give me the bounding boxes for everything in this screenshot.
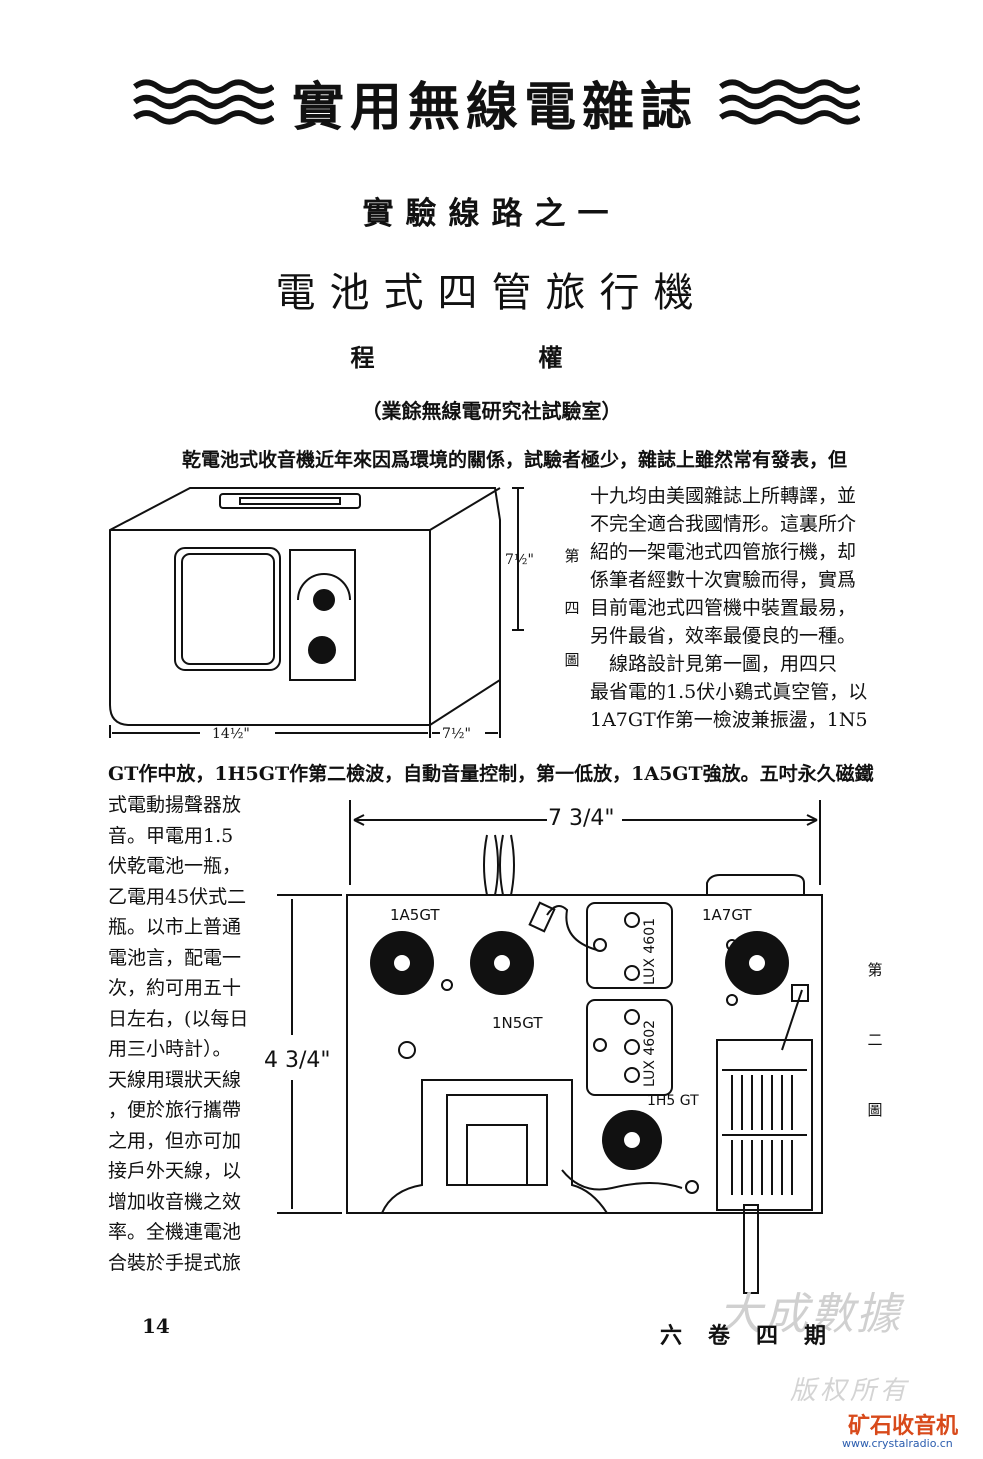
text-line: 率。全機連電池 xyxy=(108,1221,242,1243)
text-line: 不完全適合我國情形。這裏所介 xyxy=(590,513,857,535)
text-line: 十九均由美國雜誌上所轉譯，並 xyxy=(590,485,857,507)
text-line: 音。甲電用1.5 xyxy=(108,824,234,847)
masthead-title: 實用無線電雜誌 xyxy=(291,76,698,138)
figure-2-chassis-drawing: 7 3/4" 4 3/4" 1A5GT 1N5GT 1A7GT 1H5 GT L… xyxy=(264,800,823,1294)
tube-label-1a7gt: 1A7GT xyxy=(702,906,752,924)
author: 程 權 xyxy=(350,343,633,372)
text-line: 目前電池式四管機中裝置最易， xyxy=(590,597,857,619)
fig2-height-dim: 4 3/4" xyxy=(264,1048,331,1073)
text-line: 之用，但亦可加 xyxy=(108,1129,242,1152)
text-line: 紹的一架電池式四管旅行機，却 xyxy=(590,541,857,563)
text-line: 增加收音機之效 xyxy=(108,1190,242,1213)
fig4-width-dim: 14½" xyxy=(212,726,250,740)
tube-label-1n5gt: 1N5GT xyxy=(492,1014,543,1032)
watermark: 大成數據 xyxy=(718,1289,902,1340)
affiliation: （業餘無線電研究社試驗室） xyxy=(361,399,622,423)
page-number: 14 xyxy=(142,1314,170,1338)
text-line: 瓶。以市上普通 xyxy=(108,916,242,938)
text-line: 1A7GT作第一檢波兼振盪，1N5 xyxy=(590,709,868,731)
text-line: 用三小時計）。 xyxy=(108,1038,232,1060)
article-title: 電池式四管旅行機 xyxy=(275,270,708,316)
right-column: 十九均由美國雜誌上所轉譯，並 不完全適合我國情形。這裏所介 紹的一架電池式四管旅… xyxy=(590,482,890,734)
masthead-wave-left-icon xyxy=(133,79,274,125)
text-line: 伏乾電池一瓶， xyxy=(108,855,242,877)
text-line: 接戶外天線，以 xyxy=(108,1160,242,1182)
text-line: 式電動揚聲器放 xyxy=(108,794,242,816)
masthead-wave-right-icon xyxy=(719,79,860,125)
tube-label-1a5gt: 1A5GT xyxy=(390,906,440,924)
text-line: 乙電用45伏式二 xyxy=(108,885,247,908)
figure-4-case-drawing: 7½" 14½" 7½" xyxy=(109,487,534,740)
text-line: 係筆者經數十次實驗而得，實爲 xyxy=(590,569,857,591)
text-line: ，便於旅行攜帶 xyxy=(108,1099,242,1121)
figure-4-label: 第四圖 xyxy=(564,547,580,669)
masthead: 實用無線電雜誌 xyxy=(130,62,860,142)
text-line: 天線用環狀天線 xyxy=(108,1068,242,1091)
text-line: 最省電的1.5伏小鷄式眞空管，以 xyxy=(590,681,868,703)
full-width-line: GT作中放，1H5GT作第二檢波，自動音量控制，第一低放，1A5GT強放。五吋永… xyxy=(108,763,874,785)
tube-label-1h5gt: 1H5 GT xyxy=(647,1093,699,1109)
fig4-height-dim: 7½" xyxy=(505,552,534,568)
text-line: 電池言，配電一 xyxy=(108,946,242,969)
text-line: 線路設計見第一圖，用四只 xyxy=(590,653,838,675)
transformer-label-4601: LUX 4601 xyxy=(642,918,658,985)
left-column: 式電動揚聲器放 音。甲電用1.5 伏乾電池一瓶， 乙電用45伏式二 瓶。以市上普… xyxy=(108,790,258,1278)
issue-label: 六卷四期 xyxy=(660,1323,853,1349)
text-line: 合裝於手提式旅 xyxy=(108,1251,242,1274)
text-line: 日左右，(以每日 xyxy=(108,1007,249,1030)
intro-line: 乾電池式收音機近年來因爲環境的關係，試驗者極少，雜誌上雖然常有發表，但 xyxy=(182,449,848,471)
text-line: 另件最省，效率最優良的一種。 xyxy=(590,625,857,647)
site-url: www.crystalradio.cn xyxy=(842,1437,953,1450)
figure-2-label: 第二圖 xyxy=(867,961,883,1119)
series-heading: 實驗線路之一 xyxy=(362,196,621,232)
transformer-label-4602: LUX 4602 xyxy=(642,1020,658,1087)
watermark-copyright: 版权所有 xyxy=(790,1376,911,1406)
site-logo-name: 矿石收音机 xyxy=(848,1414,959,1439)
fig2-width-dim: 7 3/4" xyxy=(548,806,615,831)
fig4-depth-dim: 7½" xyxy=(442,726,471,740)
text-line: 次，約可用五十 xyxy=(108,977,242,999)
